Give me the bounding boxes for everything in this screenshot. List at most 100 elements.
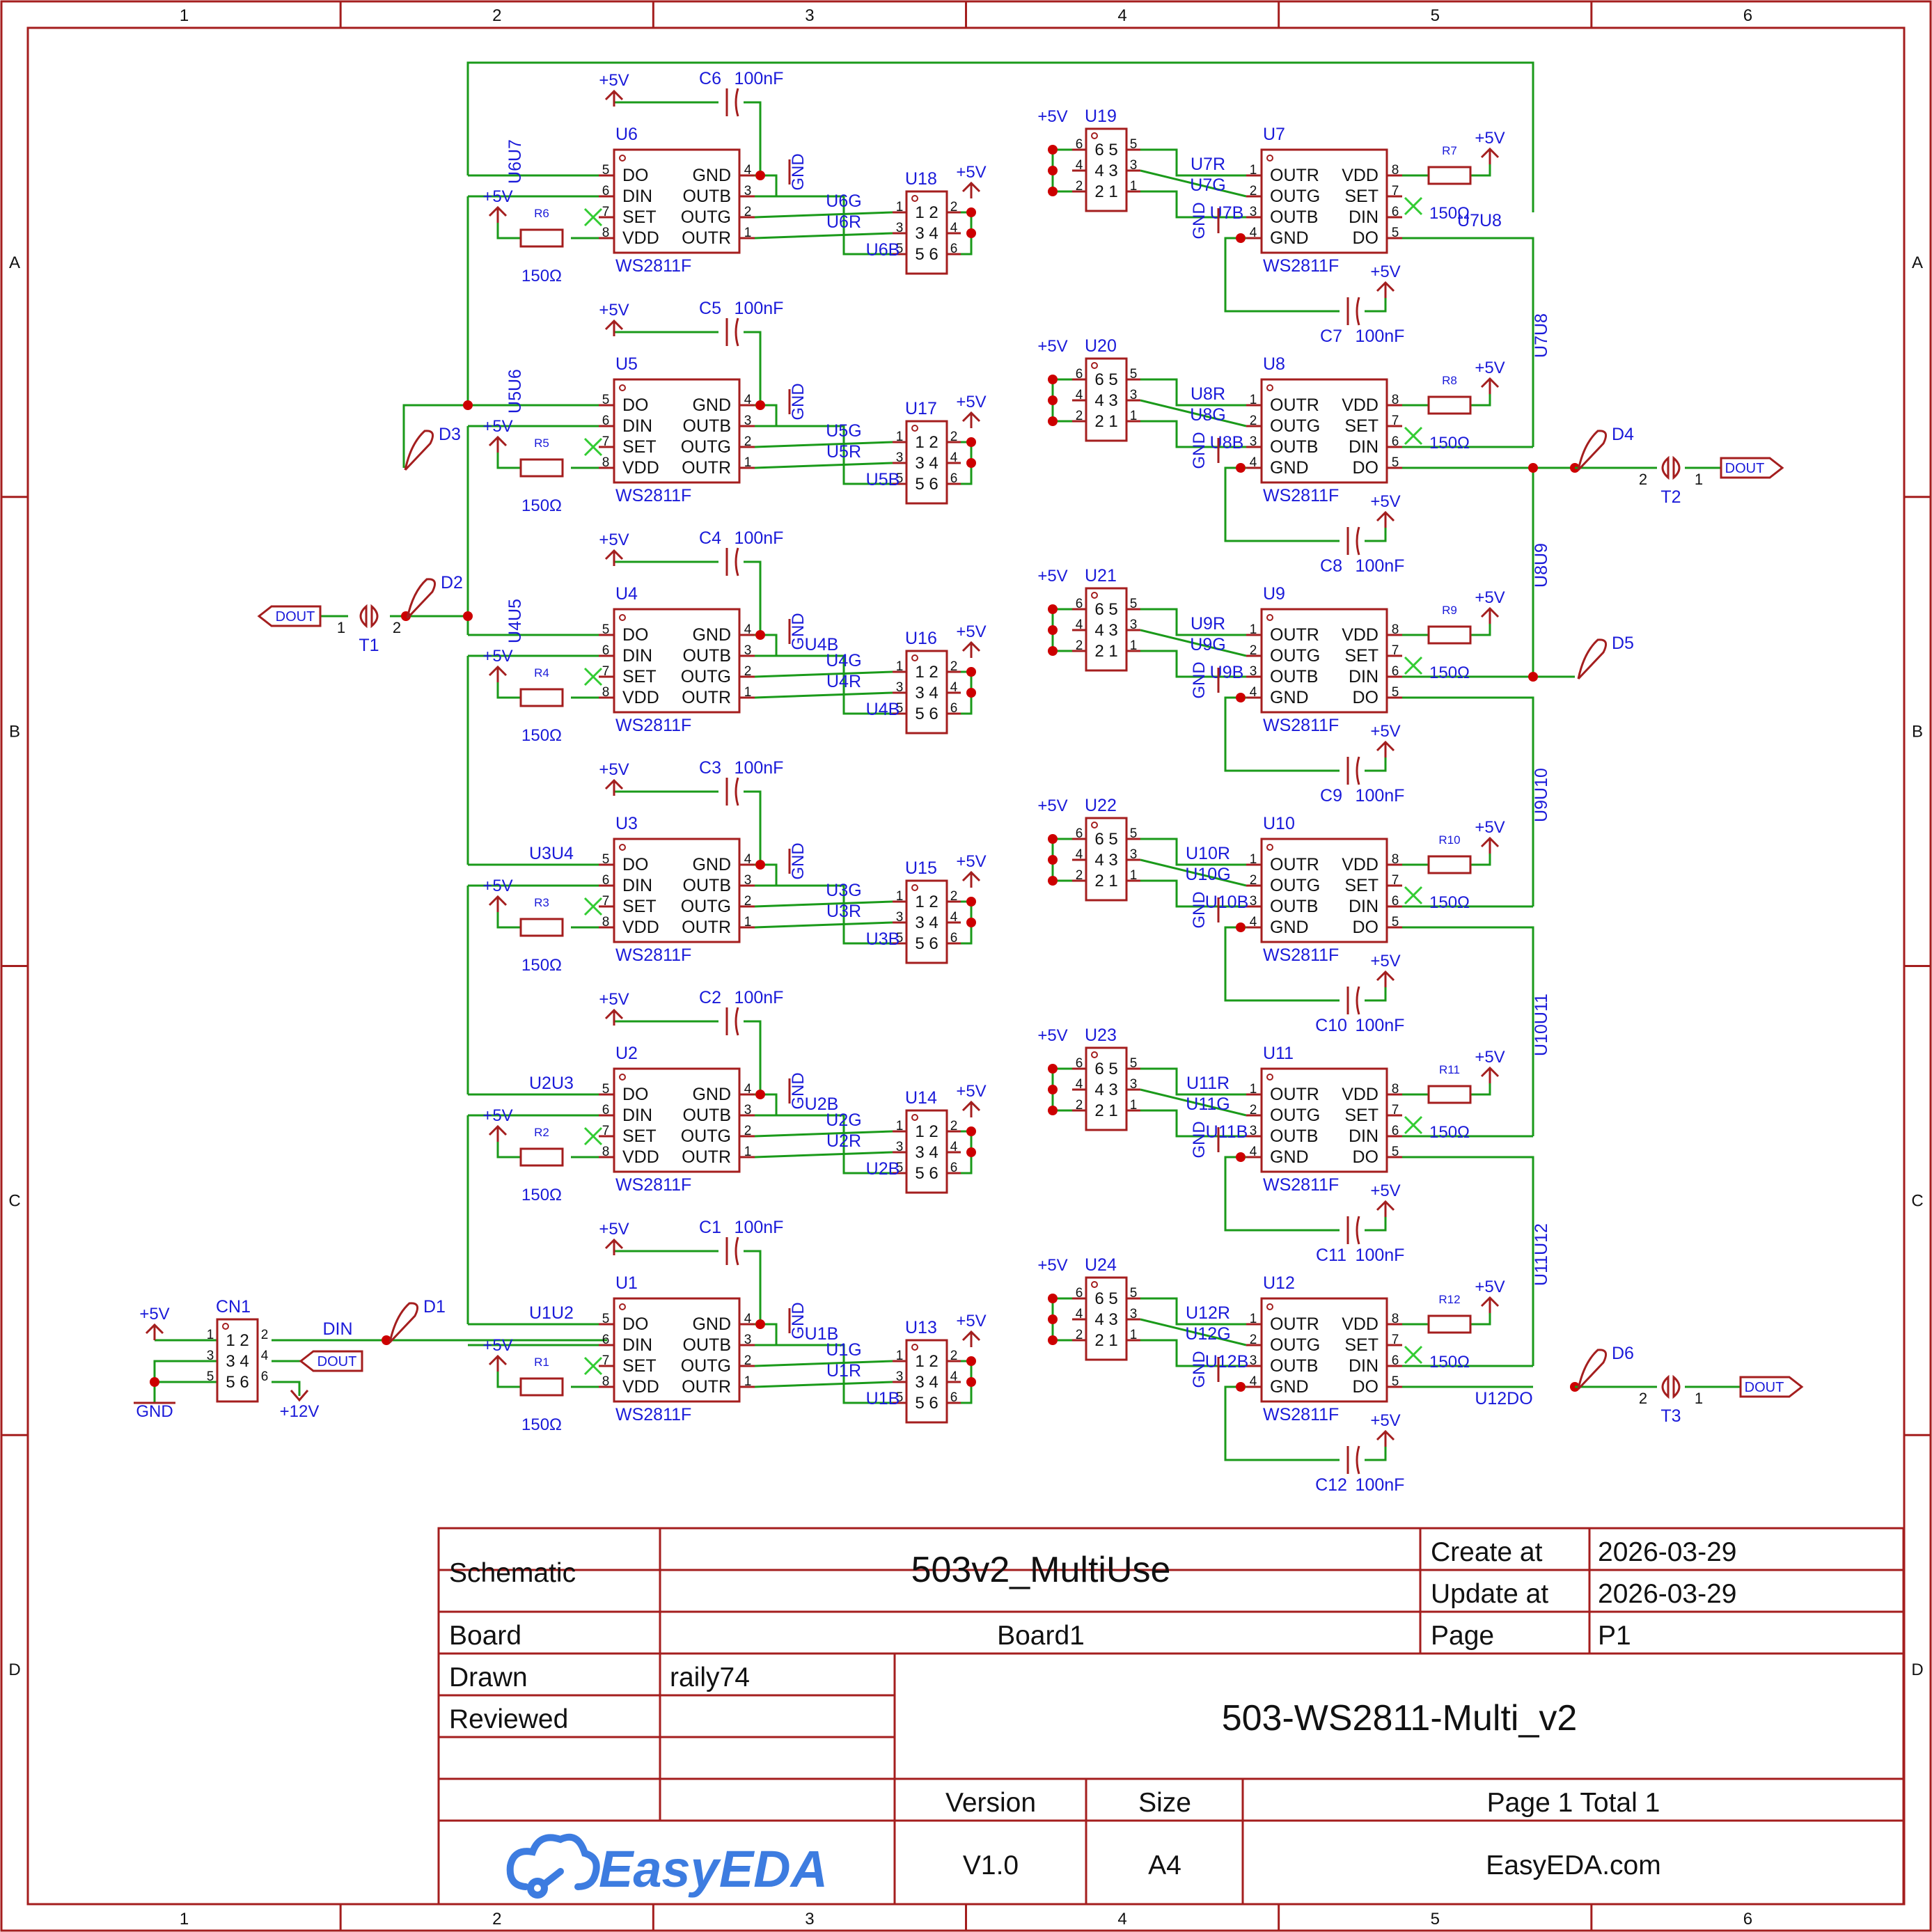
pin-number: 3 bbox=[207, 1349, 214, 1363]
pin-name: DIN bbox=[1349, 207, 1379, 227]
ic-body bbox=[1260, 838, 1388, 943]
resistor-ref: R7 bbox=[1442, 144, 1457, 157]
vcc-arrow bbox=[961, 1330, 981, 1347]
net-label: U2U3 bbox=[529, 1074, 574, 1093]
pin-number: 4 bbox=[1076, 158, 1083, 173]
pin-name: OUTR bbox=[682, 918, 731, 937]
header-ref: U15 bbox=[905, 858, 937, 878]
junction bbox=[382, 1335, 391, 1345]
pin1-marker bbox=[1091, 592, 1098, 599]
vcc-r12 bbox=[1480, 1296, 1500, 1313]
pin-number: 5 bbox=[896, 931, 904, 945]
wire-u6r bbox=[754, 232, 893, 239]
pin-number: 1 bbox=[1130, 868, 1138, 883]
pin-number: 4 bbox=[744, 852, 752, 867]
pin-number: 3 bbox=[1130, 158, 1138, 173]
capacitor-value: 100nF bbox=[735, 69, 784, 88]
pin-name: OUTB bbox=[683, 876, 731, 895]
net-label: U1U2 bbox=[529, 1303, 574, 1323]
port-outline bbox=[1739, 1376, 1804, 1398]
pin-number: 4 bbox=[1076, 1077, 1083, 1092]
pin-number: 5 bbox=[1130, 826, 1138, 841]
pin-number: 6 bbox=[950, 1161, 958, 1175]
vcc-c11 bbox=[1376, 1200, 1395, 1217]
vcc-label: +5V bbox=[482, 417, 512, 436]
resistor-ref: R5 bbox=[534, 437, 549, 450]
tb-version-label: Version bbox=[945, 1788, 1036, 1818]
wire-res-vcc bbox=[1470, 849, 1491, 866]
vcc-arrow bbox=[961, 181, 981, 198]
no-connect-mark bbox=[583, 1126, 603, 1146]
header-pins: 5 6 bbox=[915, 245, 938, 264]
pin-number: 1 bbox=[1130, 409, 1138, 423]
net-label: U5R bbox=[826, 442, 861, 462]
pin-number: 4 bbox=[744, 1312, 752, 1326]
pin-number: 3 bbox=[1130, 1307, 1138, 1321]
pin1-marker bbox=[1091, 362, 1098, 369]
pin-number: 1 bbox=[1130, 1328, 1138, 1342]
ic-part: WS2811F bbox=[1263, 945, 1339, 965]
tb-page-value: P1 bbox=[1598, 1621, 1631, 1651]
net-label: U3U4 bbox=[529, 844, 574, 863]
port-dout-cn1: DOUT bbox=[299, 1350, 363, 1372]
header-ref: U22 bbox=[1085, 796, 1117, 815]
pin-name: DO bbox=[622, 166, 649, 185]
header-ref: U19 bbox=[1085, 107, 1117, 126]
net-label: U11B bbox=[1206, 1122, 1248, 1142]
diode-body bbox=[406, 578, 437, 620]
pin-number: 7 bbox=[1392, 184, 1399, 198]
net-label: U5B bbox=[866, 470, 900, 489]
jumper-ref: T3 bbox=[1660, 1406, 1681, 1426]
title-block: Schematic 503v2_MultiUse Create at 2026-… bbox=[437, 1527, 1905, 1906]
pin-number: 2 bbox=[744, 1124, 752, 1138]
resistor-ref: R12 bbox=[1438, 1293, 1460, 1306]
vcc-arrow bbox=[1376, 281, 1395, 298]
vcc-label: +5V bbox=[1037, 796, 1067, 815]
tb-create-date: 2026-03-29 bbox=[1598, 1537, 1737, 1567]
wire-u9r bbox=[1140, 608, 1246, 636]
pin-number: 7 bbox=[1392, 1333, 1399, 1347]
pin-name: VDD bbox=[1342, 1314, 1379, 1334]
wire-u9g bbox=[1140, 629, 1247, 657]
header-pins: 4 3 bbox=[1094, 162, 1117, 180]
junction bbox=[1048, 625, 1058, 635]
header-pins: 5 6 bbox=[226, 1373, 249, 1392]
vcc-label: +5V bbox=[1370, 1181, 1400, 1200]
no-connect-stroke bbox=[1404, 196, 1423, 216]
pin-name: GND bbox=[692, 1085, 731, 1104]
junction bbox=[966, 1377, 976, 1387]
pin-name: DIN bbox=[622, 416, 652, 436]
pin-number: 8 bbox=[1392, 1082, 1399, 1097]
wire-cap-gnd bbox=[744, 790, 762, 865]
capacitor-plate-curved bbox=[1356, 756, 1360, 785]
pin-name: VDD bbox=[622, 1377, 659, 1397]
pin-number: 4 bbox=[950, 1369, 958, 1384]
net-label: U11U12 bbox=[1532, 1223, 1551, 1286]
pin-number: 3 bbox=[896, 450, 904, 465]
vcc-label: +5V bbox=[482, 877, 512, 895]
header-pins: 3 4 bbox=[915, 454, 938, 473]
vcc-arrow bbox=[1376, 1200, 1395, 1217]
pin-number: 1 bbox=[744, 1374, 752, 1389]
capacitor-value: 100nF bbox=[1356, 1246, 1405, 1265]
pin-number: 3 bbox=[896, 1140, 904, 1154]
no-connect-mark bbox=[1404, 196, 1423, 216]
pin-number: 1 bbox=[744, 915, 752, 929]
pin-number: 5 bbox=[602, 622, 610, 637]
pin-number: 7 bbox=[1392, 643, 1399, 658]
column-marker: 3 bbox=[805, 1910, 814, 1929]
pin-name: OUTB bbox=[1270, 897, 1318, 916]
vcc-label: +5V bbox=[956, 163, 986, 182]
header-pins: 2 1 bbox=[1094, 642, 1117, 661]
pin-number: 6 bbox=[1392, 1353, 1399, 1368]
wire-u8r bbox=[1140, 378, 1246, 407]
ic-part: WS2811F bbox=[615, 1405, 691, 1424]
pin-name: OUTG bbox=[1270, 187, 1320, 206]
